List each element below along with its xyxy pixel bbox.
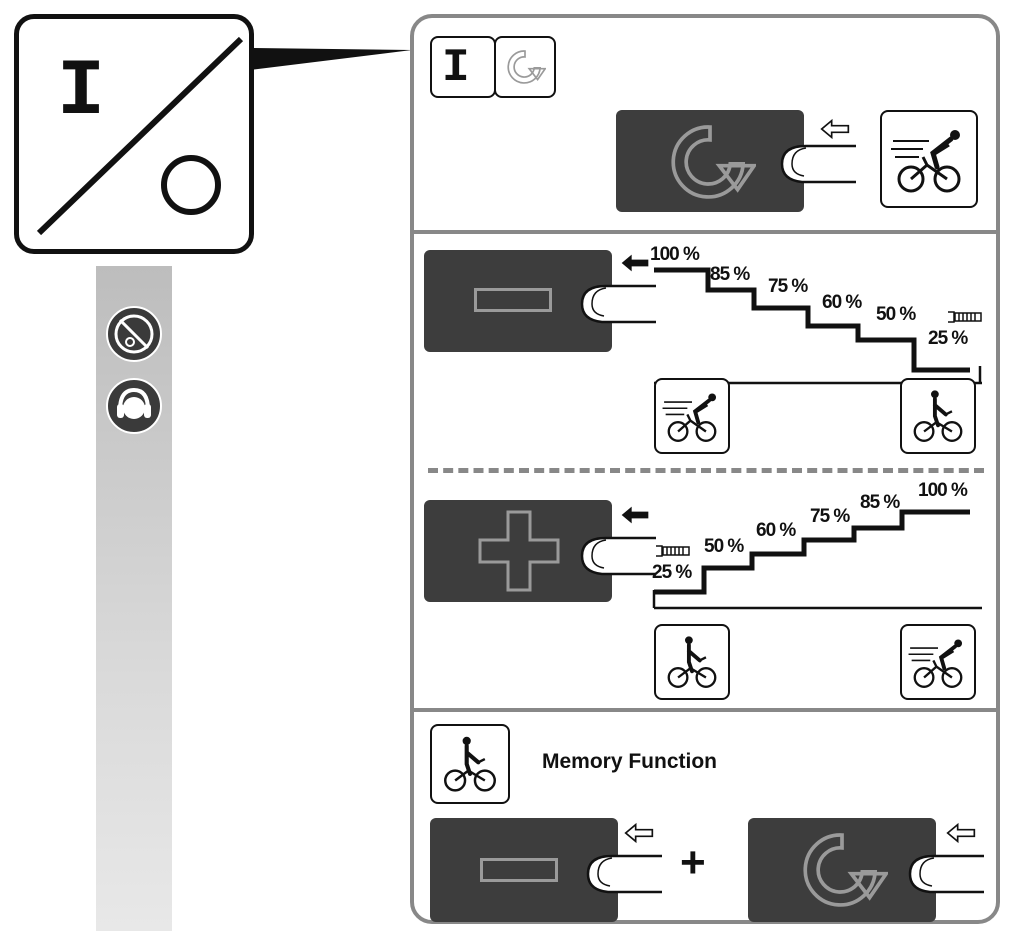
fast-rider-icon: [889, 119, 969, 199]
memory-decrease-button[interactable]: [430, 818, 618, 922]
instruction-panel: I 100 % 85 % 75 % 60 % 50 % 25 %: [410, 14, 1000, 924]
finger-icon: [904, 844, 984, 904]
callout-pointer: [250, 48, 412, 70]
increase-steps: [652, 509, 982, 610]
cycle-icon: [664, 116, 756, 208]
decrease-level: 100 %: [650, 244, 700, 265]
increase-level: 50 %: [704, 536, 744, 557]
cycle-button[interactable]: [616, 110, 804, 212]
finger-icon: [582, 844, 662, 904]
dashed-divider: [428, 468, 984, 473]
press-arrow-icon: [946, 822, 976, 844]
increase-level: 85 %: [860, 492, 900, 513]
press-arrow-icon: [820, 118, 850, 140]
cycle-key: [494, 36, 556, 98]
memory-cycle-button[interactable]: [748, 818, 936, 922]
press-arrow-icon: [624, 822, 654, 844]
decrease-level: 85 %: [710, 264, 750, 285]
power-on-label: I: [57, 47, 106, 138]
decrease-level: 60 %: [822, 292, 862, 313]
increase-level: 60 %: [756, 520, 796, 541]
decrease-level: 50 %: [876, 304, 916, 325]
slow-rider-key: [430, 724, 510, 804]
fast-rider-icon: [661, 385, 723, 447]
plus-icon: [478, 510, 560, 592]
fast-rider-key: [654, 378, 730, 454]
slow-rider-icon: [437, 731, 503, 797]
minus-icon: [480, 858, 558, 882]
side-strip: [96, 266, 172, 931]
slow-rider-icon: [661, 631, 723, 693]
hearing-protection-icon: [106, 378, 162, 434]
increase-level: 100 %: [918, 480, 968, 501]
on-key-label: I: [442, 42, 470, 94]
fast-rider-icon: [907, 631, 969, 693]
finger-icon: [776, 134, 856, 194]
slow-rider-key: [654, 624, 730, 700]
on-key: I: [430, 36, 496, 98]
cycle-icon: [796, 824, 888, 916]
section-divider: [414, 230, 996, 234]
plus-sign: +: [680, 838, 706, 887]
slow-rider-icon: [907, 385, 969, 447]
battery-icon: [654, 544, 690, 558]
section-divider: [414, 708, 996, 712]
minus-icon: [474, 288, 552, 312]
fast-rider-key: [880, 110, 978, 208]
battery-icon: [946, 310, 982, 324]
power-symbol: I O: [14, 14, 254, 254]
decrease-button[interactable]: [424, 250, 612, 352]
increase-level: 75 %: [810, 506, 850, 527]
increase-level: 25 %: [652, 562, 692, 583]
power-icon: [36, 36, 244, 236]
increase-button[interactable]: [424, 500, 612, 602]
decrease-level: 25 %: [928, 328, 968, 349]
decrease-level: 75 %: [768, 276, 808, 297]
no-pacemaker-icon: [106, 306, 162, 362]
slow-rider-key: [900, 378, 976, 454]
memory-function-title: Memory Function: [542, 750, 718, 773]
fast-rider-key: [900, 624, 976, 700]
